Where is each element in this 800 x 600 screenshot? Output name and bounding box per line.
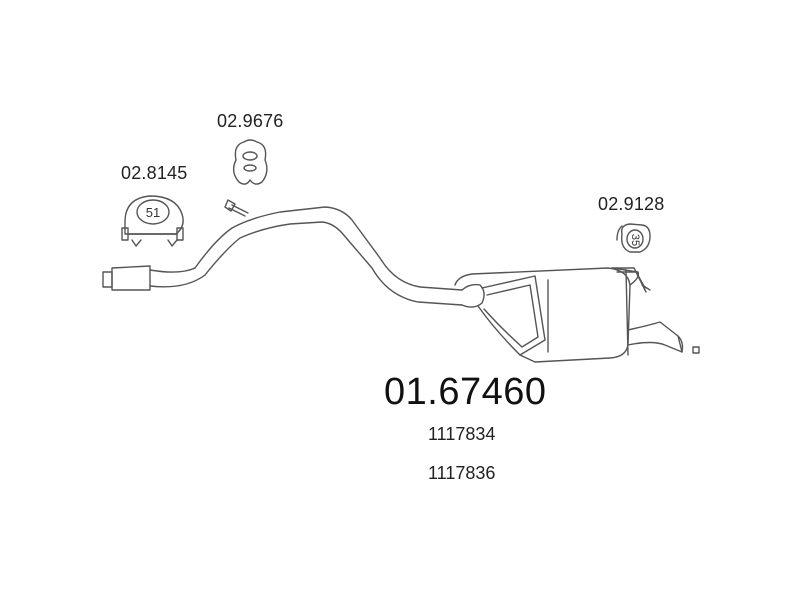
pipe-inlet [102, 265, 206, 291]
middle-pipe [194, 199, 463, 306]
clamp-part-number: 02.8145 [121, 163, 188, 183]
clamp-size-label: 51 [146, 205, 160, 220]
end-cap [692, 346, 700, 354]
rubber-hanger-rear-icon [616, 223, 651, 253]
clamp-icon [121, 195, 184, 247]
oem-number-1: 1117834 [428, 424, 496, 444]
rear-silencer [454, 267, 684, 363]
rubber-hanger-front-part-number: 02.9676 [217, 111, 284, 131]
oem-number-2: 1117836 [428, 463, 496, 483]
main-part-number: 01.67460 [384, 371, 547, 413]
rubber-hanger-rear-part-number: 02.9128 [598, 194, 665, 214]
rubber-hanger-rear-size-label: 35 [629, 234, 641, 246]
rubber-hanger-front-icon [232, 139, 268, 185]
